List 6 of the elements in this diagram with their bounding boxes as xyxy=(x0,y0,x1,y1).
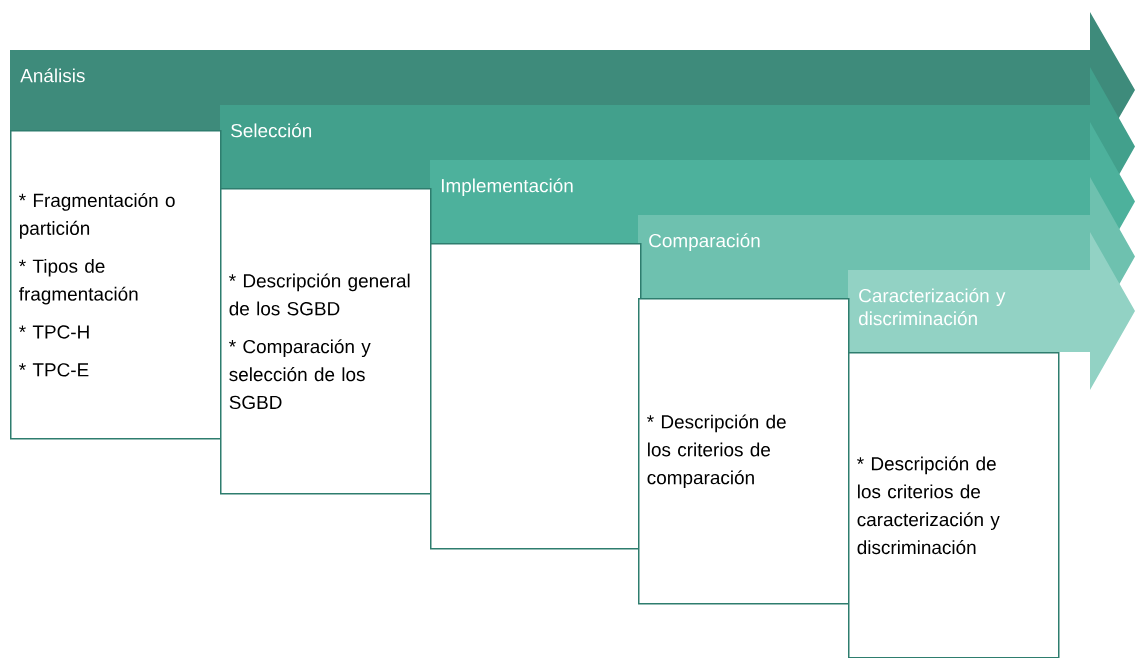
text-box: * Fragmentación o partición * Tipos de fragmentación * TPC-H * TPC-E xyxy=(10,130,222,440)
text-box: * Descripción de los criterios de caracterización y discriminación xyxy=(848,352,1060,658)
text-box: * Descripción general de los SGBD * Comparación y selección de los SGBD xyxy=(220,188,432,495)
text-box: * Descripción de los criterios de comparación xyxy=(638,298,850,605)
arrow-band: Caracterización y discriminación xyxy=(848,232,1135,390)
empty-box xyxy=(430,243,642,550)
